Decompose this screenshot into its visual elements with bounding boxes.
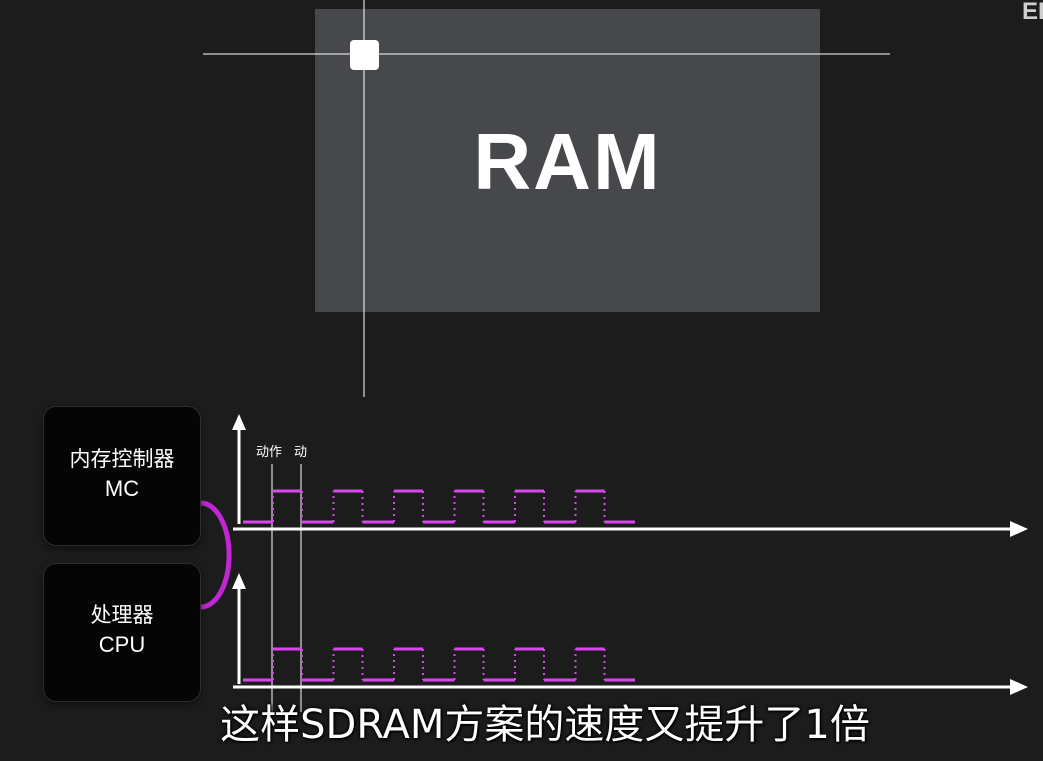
- corner-text: EI: [1022, 0, 1043, 25]
- cpu-y-axis-arrow: [232, 573, 246, 589]
- mc-y-axis-arrow: [232, 414, 246, 430]
- marker-label-2: 动: [294, 445, 307, 460]
- crosshair-handle[interactable]: [350, 40, 379, 70]
- cpu-chip: 处理器 CPU: [44, 564, 200, 701]
- memory-controller-abbr: MC: [104, 476, 140, 501]
- memory-controller-title: 内存控制器: [69, 447, 175, 471]
- cpu-clock-waveform: [243, 647, 635, 682]
- mc-clock-waveform: [243, 489, 635, 524]
- mc-x-axis-arrow: [1010, 521, 1028, 537]
- subtitle-caption: 这样SDRAM方案的速度又提升了1倍: [220, 702, 870, 748]
- ram-label: RAM: [473, 117, 662, 206]
- cpu-x-axis-arrow: [1010, 679, 1028, 695]
- connection-arc: [200, 500, 232, 610]
- memory-controller-chip: 内存控制器 MC: [44, 407, 200, 545]
- ram-block: [315, 9, 820, 312]
- marker-label-1: 动作: [256, 445, 282, 460]
- cpu-abbr: CPU: [98, 632, 146, 657]
- cpu-title: 处理器: [90, 603, 154, 627]
